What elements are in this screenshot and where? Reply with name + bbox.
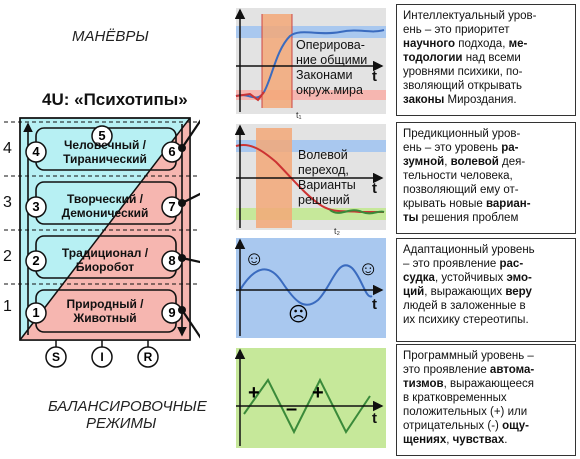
- chart-1-t1: t₁: [296, 110, 302, 120]
- chart-1-t-axis: t: [372, 68, 377, 85]
- desc-intellectual: Интеллектуальный уров- ень – это приорит…: [396, 4, 576, 116]
- desc-4-line4: в кратковременных: [403, 392, 507, 404]
- plus-sign-right: +: [312, 382, 324, 404]
- sad-face-icon: ☹: [288, 304, 309, 326]
- cell-2: Традиционал / Биоробот: [50, 246, 160, 274]
- plus-sign-left: +: [248, 382, 260, 404]
- cell-3-line2: Демонический: [61, 206, 149, 220]
- chart-1-text-line1: Оперирова-: [296, 38, 365, 52]
- chart-program: [234, 348, 386, 448]
- desc-2-line6: крывать новые вариан-: [403, 198, 531, 210]
- chart-4-t-axis: t: [372, 410, 377, 427]
- chart-2-text-line3: Варианты: [298, 178, 356, 192]
- cell-3: Творческий / Демонический: [50, 192, 160, 220]
- desc-4-line5: положительных (+) или: [403, 406, 528, 418]
- desc-2-line3: зумной, волевой дея-: [403, 156, 526, 168]
- model-title: 4U: «Психотипы»: [42, 90, 188, 109]
- psychotype-diagram: [4, 117, 200, 368]
- desc-2-line4: тельности человека,: [403, 170, 513, 182]
- desc-3-line3: судка, устойчивых эмо-: [403, 272, 532, 284]
- cell-4: Человечный / Тиранический: [50, 138, 160, 166]
- minus-sign: –: [286, 398, 298, 420]
- chart-predictive: [234, 124, 386, 230]
- desc-2-line7: ты решения проблем: [403, 212, 519, 224]
- maneuvers-heading: МАНЁВРЫ: [72, 28, 149, 45]
- desc-4-line6: отрицательных (-) ощу-: [403, 420, 530, 432]
- desc-1-line1: Интеллектуальный уров-: [403, 10, 537, 22]
- level-4: 4: [3, 140, 12, 157]
- node-3: 3: [32, 199, 40, 214]
- desc-2-line5: позволяющий ему от-: [403, 184, 519, 196]
- node-8: 8: [168, 253, 176, 268]
- level-1: 1: [3, 298, 12, 315]
- chart-1-text: Оперирова- ние общими Законами окруж.мир…: [296, 38, 367, 98]
- desc-1-line6: зволяющий открывать: [403, 80, 522, 92]
- happy-face-icon-left: ☺: [244, 248, 265, 270]
- desc-2-line1: Предикционный уров-: [403, 128, 521, 140]
- balancing-heading-line2: РЕЖИМЫ: [86, 415, 157, 432]
- happy-face-icon-right: ☺: [358, 258, 379, 280]
- desc-program: Программный уровень – это проявление авт…: [396, 344, 576, 456]
- desc-3-line4: ций, выражающих веру: [403, 286, 532, 298]
- desc-1-line7: законы Мироздания.: [403, 94, 517, 106]
- sir-s: S: [51, 350, 60, 364]
- node-9: 9: [168, 305, 176, 320]
- chart-2-t2: t₂: [334, 226, 340, 236]
- chart-3-t-axis: t: [372, 296, 377, 313]
- desc-3-line2: – это проявление рас-: [403, 258, 524, 270]
- desc-1-line4: тодологии над всеми: [403, 52, 521, 64]
- desc-1-line5: уровнями психики, по-: [403, 66, 523, 78]
- node-4: 4: [32, 144, 40, 159]
- cell-3-line1: Творческий /: [66, 192, 144, 206]
- node-2: 2: [32, 253, 40, 268]
- cell-1: Природный / Животный: [50, 297, 160, 325]
- chart-2-text: Волевой переход, Варианты решений: [298, 148, 356, 208]
- chart-intellectual: [234, 8, 386, 114]
- desc-1-line3: научного подхода, ме-: [403, 38, 528, 50]
- node-1: 1: [32, 305, 40, 320]
- node-5: 5: [98, 128, 106, 143]
- chart-2-text-line4: решений: [298, 193, 350, 207]
- desc-2-line2: ень – это уровень ра-: [403, 142, 519, 154]
- desc-adaptive: Адаптационный уровень – это проявление р…: [396, 238, 576, 342]
- chart-2-t-axis: t: [372, 180, 377, 197]
- desc-4-line7: щениях, чувствах.: [403, 434, 508, 446]
- desc-3-line1: Адаптационный уровень: [403, 244, 535, 256]
- cell-4-line1: Человечный /: [63, 138, 146, 152]
- chart-1-text-line3: Законами: [296, 68, 353, 82]
- desc-4-line3: тизмов, выражающееся: [403, 378, 534, 390]
- sir-i: I: [100, 350, 104, 364]
- chart-adaptive: [234, 238, 386, 338]
- desc-4-line2: это проявление автома-: [403, 364, 535, 376]
- chart-1-text-line2: ние общими: [296, 53, 368, 67]
- chart-2-text-line2: переход,: [298, 163, 349, 177]
- chart-1-text-line4: окруж.мира: [296, 83, 363, 97]
- desc-3-line6: их психику стереотипы.: [403, 314, 529, 326]
- desc-predictive: Предикционный уров- ень – это уровень ра…: [396, 122, 576, 234]
- sir-r: R: [143, 350, 153, 364]
- node-6: 6: [168, 144, 176, 159]
- node-7: 7: [168, 199, 176, 214]
- level-3: 3: [3, 194, 12, 211]
- desc-3-line5: людей в заложенные в: [403, 300, 526, 312]
- balancing-heading-line1: БАЛАНСИРОВОЧНЫЕ: [48, 398, 207, 415]
- desc-4-line1: Программный уровень –: [403, 350, 534, 362]
- cell-2-line2: Биоробот: [75, 260, 135, 274]
- level-2: 2: [3, 248, 12, 265]
- cell-4-line2: Тиранический: [63, 152, 147, 166]
- desc-1-line2: ень – это приоритет: [403, 24, 510, 36]
- cell-1-line1: Природный /: [66, 297, 144, 311]
- cell-2-line1: Традиционал /: [61, 246, 149, 260]
- chart-2-text-line1: Волевой: [298, 148, 348, 162]
- cell-1-line2: Животный: [73, 311, 137, 325]
